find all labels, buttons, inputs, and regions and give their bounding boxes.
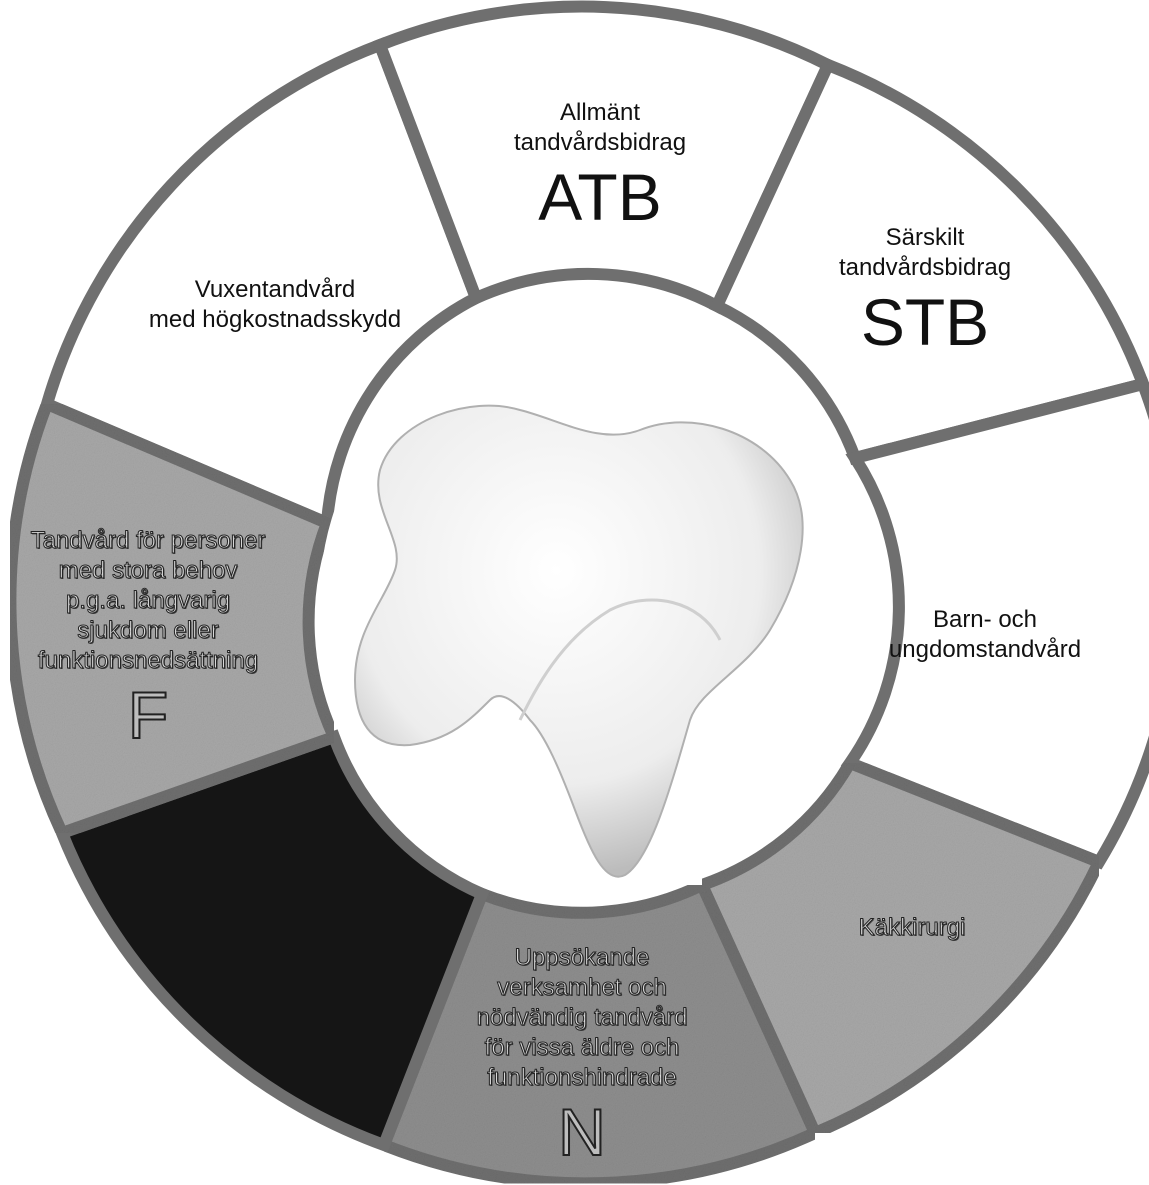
barn-line-1: Barn- och	[889, 605, 1081, 635]
stb-title-line-2: tandvårdsbidrag	[839, 253, 1011, 283]
atb-title-line-2: tandvårdsbidrag	[514, 128, 686, 158]
n-line-3: nödvändig tandvård	[477, 1003, 688, 1033]
label-stb: Särskilt tandvårdsbidrag STB	[839, 223, 1011, 357]
label-f: Tandvård för personer med stora behov p.…	[31, 526, 266, 750]
f-line-5: funktionsnedsättning	[31, 646, 266, 676]
n-line-2: verksamhet och	[477, 973, 688, 1003]
kakkirurgi-line-1: Käkkirurgi	[859, 913, 966, 943]
f-line-4: sjukdom eller	[31, 616, 266, 646]
label-n: Uppsökande verksamhet och nödvändig tand…	[477, 943, 688, 1167]
vuxen-line-1: Vuxentandvård	[149, 275, 401, 305]
barn-line-2: ungdomstandvård	[889, 635, 1081, 665]
f-abbr: F	[31, 680, 266, 750]
f-line-3: p.g.a. långvarig	[31, 586, 266, 616]
atb-abbr: ATB	[514, 162, 686, 232]
n-line-5: funktionshindrade	[477, 1063, 688, 1093]
label-kakkirurgi: Käkkirurgi	[859, 913, 966, 943]
label-barn-ungdom: Barn- och ungdomstandvård	[889, 605, 1081, 665]
f-line-1: Tandvård för personer	[31, 526, 266, 556]
n-line-4: för vissa äldre och	[477, 1033, 688, 1063]
n-line-1: Uppsökande	[477, 943, 688, 973]
stb-abbr: STB	[839, 287, 1011, 357]
label-vuxentandvard: Vuxentandvård med högkostnadsskydd	[149, 275, 401, 335]
stb-title-line-1: Särskilt	[839, 223, 1011, 253]
label-atb: Allmänt tandvårdsbidrag ATB	[514, 98, 686, 232]
vuxen-line-2: med högkostnadsskydd	[149, 305, 401, 335]
n-abbr: N	[477, 1097, 688, 1167]
f-line-2: med stora behov	[31, 556, 266, 586]
atb-title-line-1: Allmänt	[514, 98, 686, 128]
